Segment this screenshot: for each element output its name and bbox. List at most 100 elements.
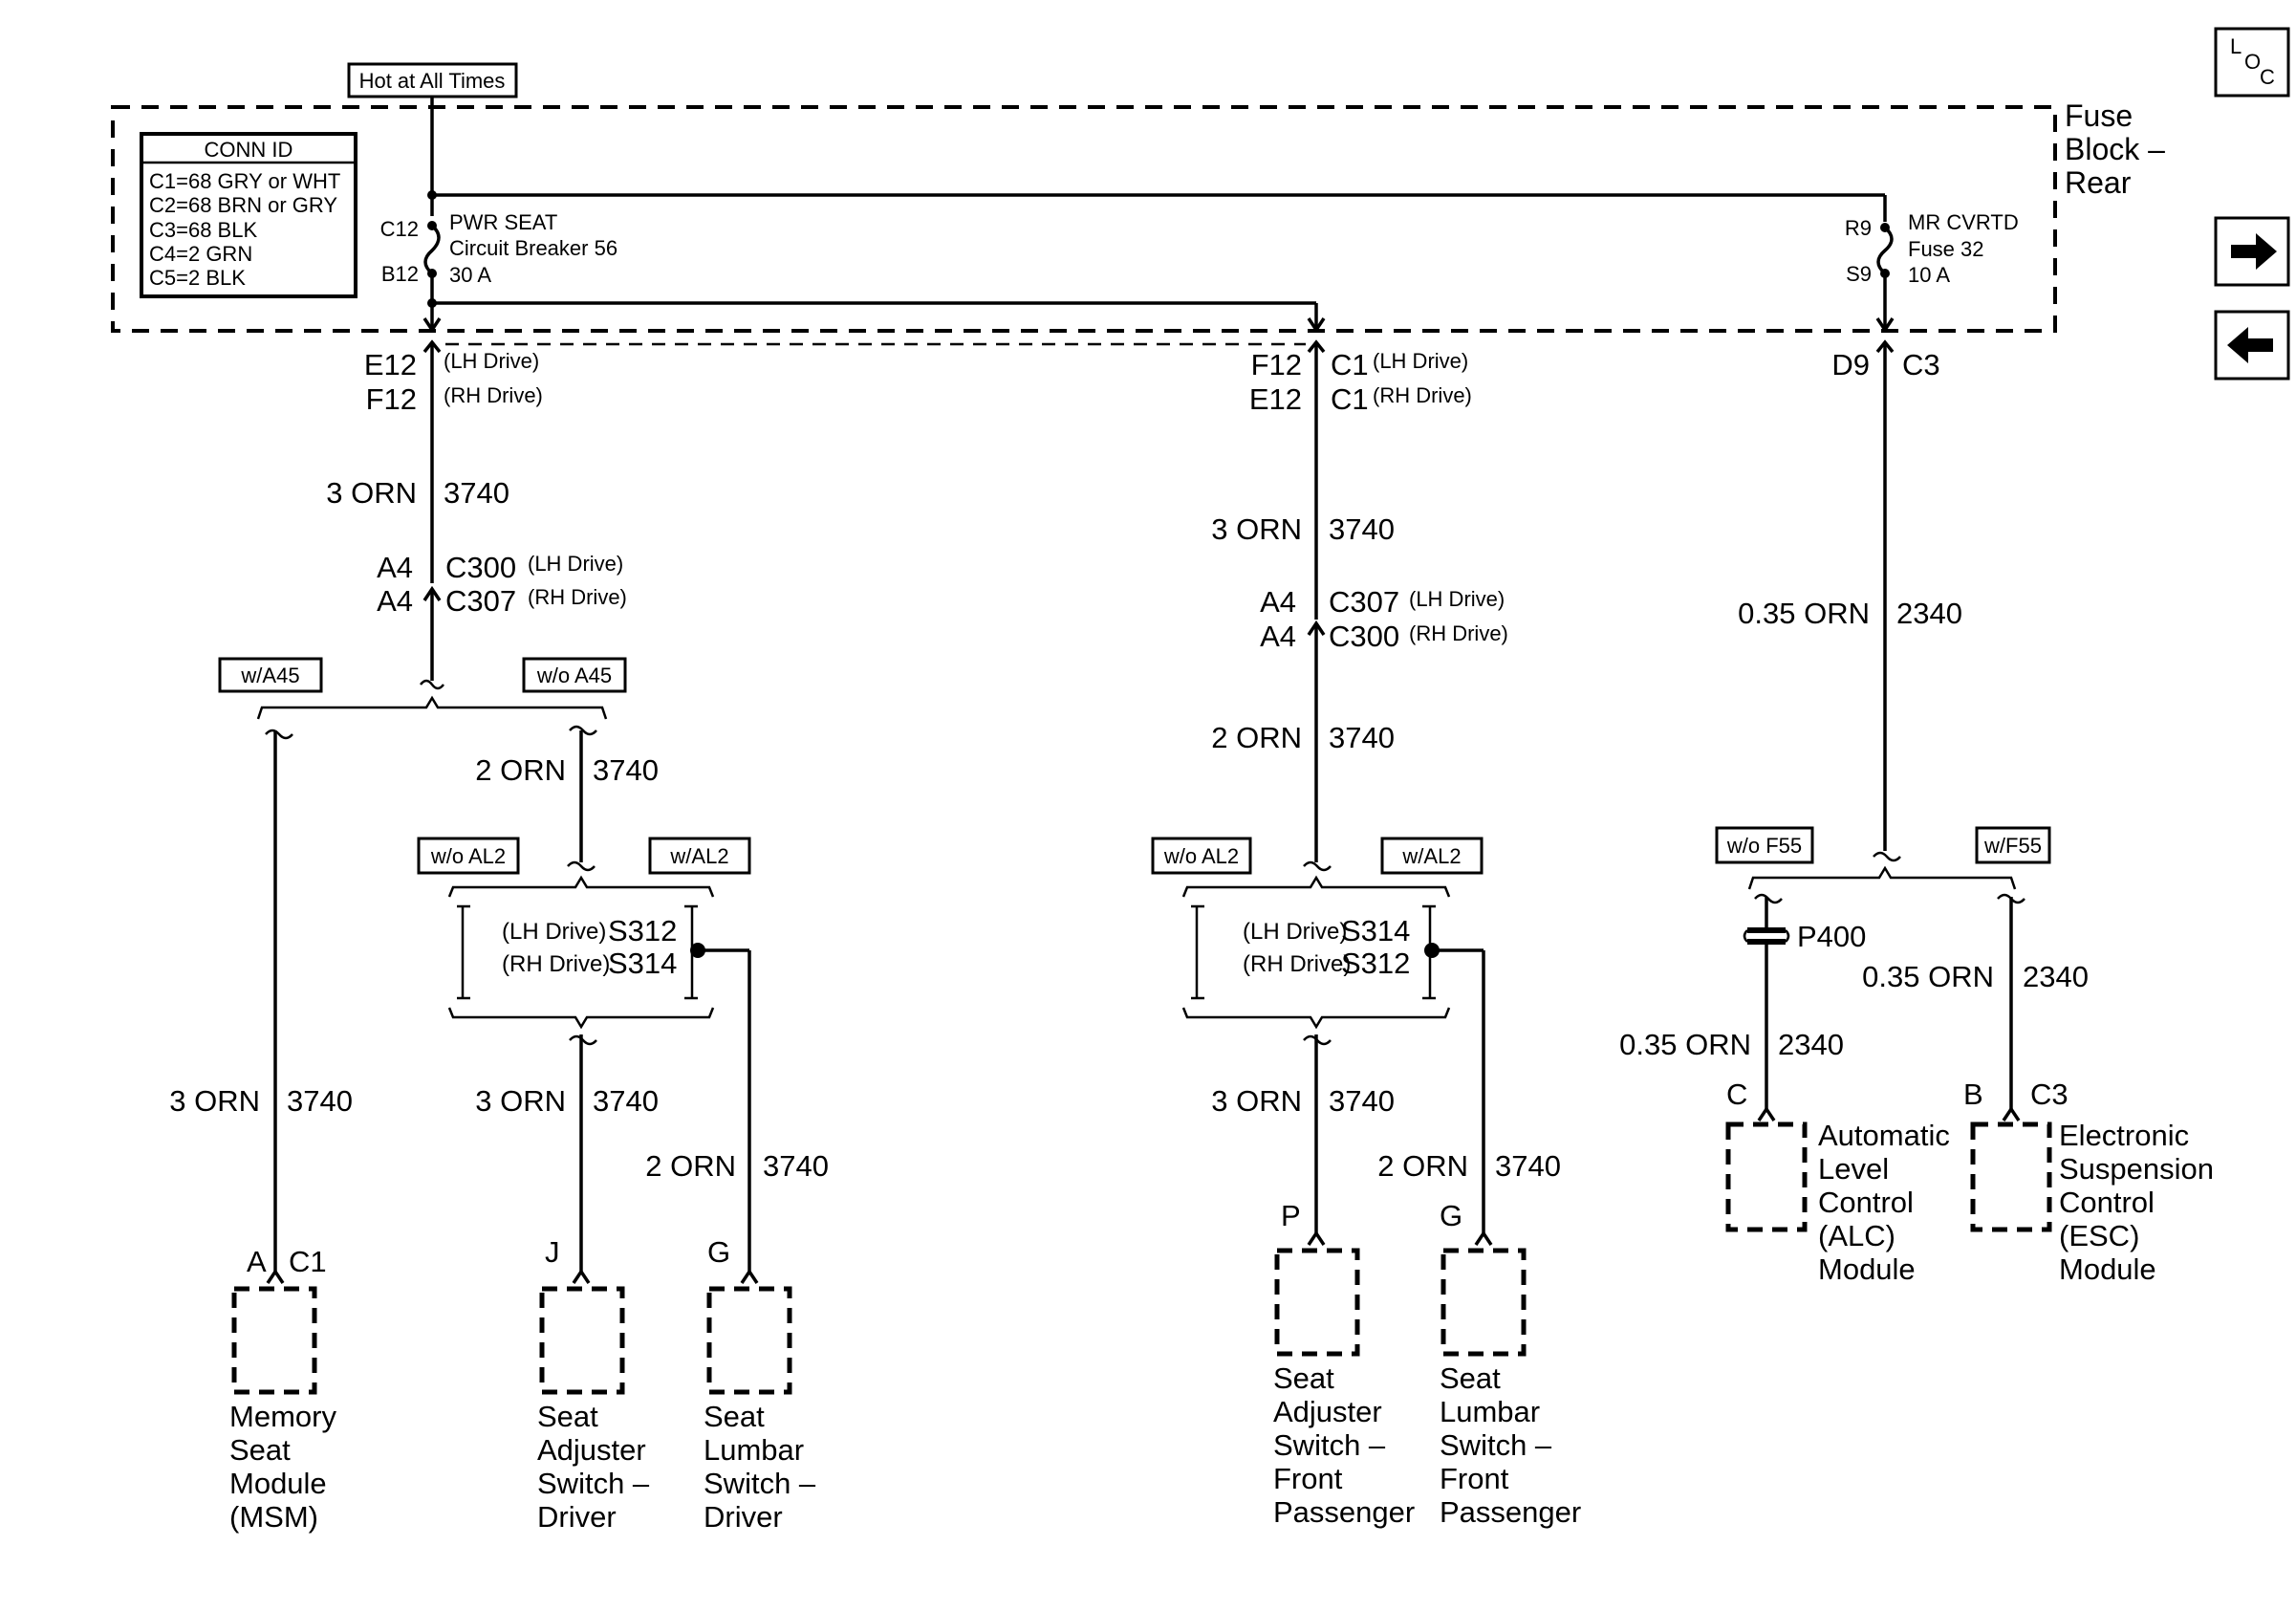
middle-branch: F12 E12 C1 C1 (LH Drive) (RH Drive) 3 OR… [1151,339,1581,1529]
alc-label-5: Module [1818,1252,1916,1286]
alc-wire-size: 0.35 ORN [1619,1028,1751,1061]
mid-lum-label-2: Lumbar [1440,1395,1540,1428]
conn-id-line-4: C4=2 GRN [149,242,252,266]
mid-wire1-size: 3 ORN [1211,512,1302,546]
fuse-block-outline [111,105,2057,333]
right-wire1-circuit: 2340 [1896,597,1962,630]
mid-opt-d: w/AL2 [1401,844,1461,868]
left-opt-c: w/o AL2 [430,844,506,868]
msm-wire-size: 3 ORN [169,1084,260,1118]
mid-c-lh: (LH Drive) [1409,587,1505,611]
mid-adj-label-1: Seat [1273,1361,1334,1395]
mid-conn-rh: (RH Drive) [1373,383,1472,407]
driver-lumbar-module-box [706,1286,792,1395]
left-c-pin-1: A4 [377,551,413,584]
mid-conn-pin-2: E12 [1249,382,1302,416]
mid-splice-rh: (RH Drive) [1243,951,1351,977]
left-wire2-circuit: 3740 [593,753,659,787]
conn-id-box: CONN ID C1=68 GRY or WHT C2=68 BRN or GR… [140,132,357,298]
mid-lum-pin: G [1440,1199,1462,1232]
mid-adj-wire-size: 3 ORN [1211,1084,1302,1118]
left-opt-d: w/AL2 [669,844,728,868]
esc-label-4: (ESC) [2059,1219,2139,1252]
msm-label-3: Module [229,1467,327,1500]
location-button[interactable]: L O C [2214,27,2290,98]
mid-conn-pin-1: F12 [1251,348,1302,381]
esc-pin: B [1963,1078,1983,1111]
breaker-pin-top: C12 [380,217,419,241]
left-adj-label-2: Adjuster [537,1433,646,1467]
alc-module-box [1725,1121,1808,1232]
breaker-label-2: Circuit Breaker 56 [449,236,617,260]
left-conn-pin-2: F12 [366,382,417,416]
fuse-block-title-line-2: Block – [2065,132,2165,166]
alc-label-3: Control [1818,1186,1914,1219]
arrow-left-icon [2227,327,2273,363]
esc-label-3: Control [2059,1186,2155,1219]
breaker-pin-bottom: B12 [381,262,419,286]
left-lum-wire-circuit: 3740 [763,1149,829,1183]
breaker-label-3: 30 A [449,263,491,287]
alc-pin: C [1726,1078,1747,1111]
left-conn-lh: (LH Drive) [444,349,539,373]
left-wire1-size: 3 ORN [326,476,417,510]
left-adj-label-1: Seat [537,1400,598,1433]
mid-wire2-circuit: 3740 [1329,721,1395,754]
mid-lum-wire-circuit: 3740 [1495,1149,1561,1183]
mid-conn-c1: C1 [1331,348,1369,381]
msm-wire-circuit: 3740 [287,1084,353,1118]
fuse32-label-3: 10 A [1908,263,1950,287]
alc-label-4: (ALC) [1818,1219,1895,1252]
left-c-lh: (LH Drive) [528,552,623,576]
mid-c-pin-2: A4 [1260,620,1296,653]
circuit-breaker-56: C12 B12 PWR SEAT Circuit Breaker 56 30 A [380,210,617,287]
p400-label: P400 [1797,920,1866,953]
mid-c-name-1: C307 [1329,585,1399,619]
left-lum-label-4: Driver [704,1500,783,1534]
hot-at-all-times-label: Hot at All Times [359,69,506,93]
left-splice-1: S312 [608,914,677,947]
fuse-block-title-line-1: Fuse [2065,98,2133,133]
left-c-name-1: C300 [445,551,516,584]
mid-lum-label-1: Seat [1440,1361,1501,1395]
mid-adj-pin: P [1281,1199,1301,1232]
left-wire1-circuit: 3740 [444,476,509,510]
msm-label-4: (MSM) [229,1500,318,1534]
mid-conn-lh: (LH Drive) [1373,349,1468,373]
right-opt-a: w/o F55 [1726,834,1802,858]
left-wire2-size: 2 ORN [475,753,566,787]
left-branch: E12 F12 (LH Drive) (RH Drive) 3 ORN 3740… [169,339,829,1534]
alc-label-1: Automatic [1818,1119,1950,1152]
passenger-adjuster-module-box [1274,1248,1360,1357]
left-conn-rh: (RH Drive) [444,383,543,407]
msm-label-2: Seat [229,1433,291,1467]
left-opt-a: w/A45 [240,664,299,687]
left-splice-rh: (RH Drive) [502,951,610,977]
right-wire1-size: 0.35 ORN [1738,597,1870,630]
mid-adj-label-4: Front [1273,1462,1343,1495]
next-page-button[interactable] [2214,216,2290,287]
left-adj-wire-circuit: 3740 [593,1084,659,1118]
mid-lum-label-4: Front [1440,1462,1509,1495]
arrow-right-icon [2231,233,2277,270]
left-splice-2: S314 [608,947,677,980]
mid-lum-label-5: Passenger [1440,1495,1581,1529]
left-conn-pin-1: E12 [364,348,417,381]
left-c-pin-2: A4 [377,584,413,618]
left-lum-label-3: Switch – [704,1467,816,1500]
mid-splice-lh: (LH Drive) [1243,919,1347,945]
previous-page-button[interactable] [2214,310,2290,381]
msm-label-1: Memory [229,1400,336,1433]
left-adj-wire-size: 3 ORN [475,1084,566,1118]
right-conn-pin: D9 [1831,348,1870,381]
mid-adj-label-5: Passenger [1273,1495,1415,1529]
p400-inline-connector [1743,927,1790,945]
esc-wire-size: 0.35 ORN [1862,960,1994,993]
esc-wire-circuit: 2340 [2023,960,2089,993]
passenger-lumbar-module-box [1440,1248,1527,1357]
left-splice-lh: (LH Drive) [502,919,606,945]
mid-lum-wire-size: 2 ORN [1377,1149,1468,1183]
conn-id-title: CONN ID [205,138,293,162]
conn-id-line-5: C5=2 BLK [149,266,246,290]
